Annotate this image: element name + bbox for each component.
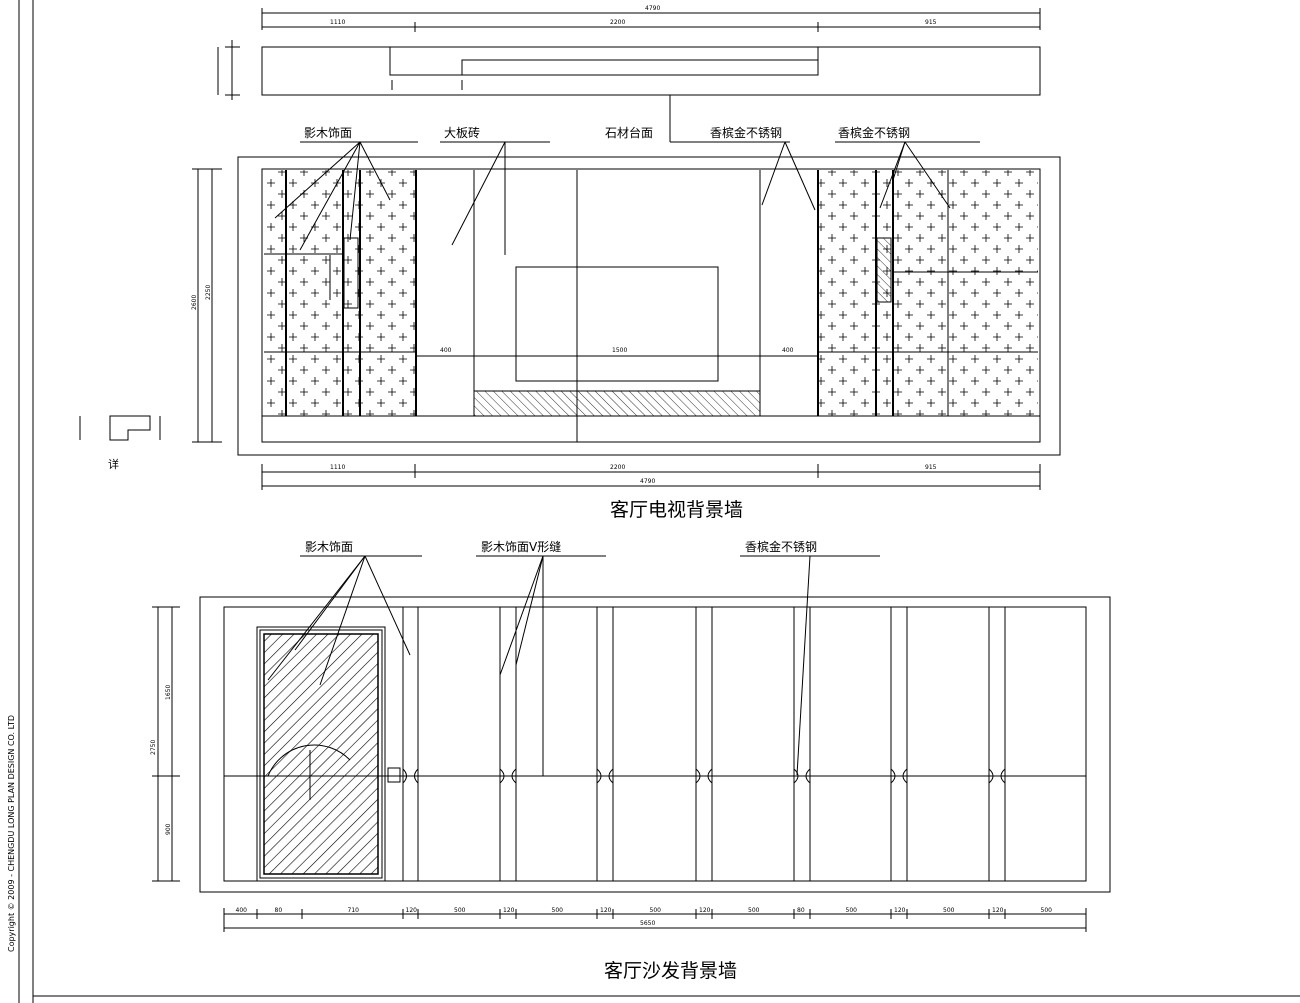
dim-sofa-upper: 1650 <box>165 685 172 700</box>
sofa-segment-label: 500 <box>552 907 564 914</box>
left-veneer-panel <box>264 170 416 416</box>
tv-wall-elevation: 400 1500 400 2600 2250 详 1110 2200 915 4… <box>79 95 1061 521</box>
sofa-wall-title: 客厅沙发背景墙 <box>604 960 737 982</box>
door-panel <box>263 633 379 875</box>
sofa-segment-label: 500 <box>943 907 955 914</box>
sofa-segment-label: 120 <box>992 907 1004 914</box>
pilasters <box>402 607 1006 881</box>
sofa-segment-label: 120 <box>406 907 418 914</box>
dim-right-gap: 400 <box>782 347 794 354</box>
sofa-segment-label: 500 <box>454 907 466 914</box>
dim-sofa-lower: 900 <box>165 823 172 835</box>
sofa-segment-label: 500 <box>650 907 662 914</box>
dim-top-right: 915 <box>925 19 937 26</box>
sofa-segment-label: 80 <box>797 907 805 914</box>
sofa-wall-elevation: 2750 1650 900 400 80 710 120 500 120 500 120 500… <box>150 539 1111 982</box>
dim-sofa-height: 2750 <box>150 740 157 755</box>
tv-wall-title: 客厅电视背景墙 <box>610 499 743 521</box>
sofa-segment-dims: 400 80 710 120 500 120 500 120 500 120 500 80 500 120… <box>223 907 1053 919</box>
sofa-segment-label: 80 <box>275 907 283 914</box>
dim-inner-height: 2250 <box>205 285 212 300</box>
sofa-segment-label: 120 <box>894 907 906 914</box>
copyright-text: Copyright © 2009 - CHENGDU LONG PLAN DES… <box>7 715 16 952</box>
dim-bot-mid: 2200 <box>610 464 625 471</box>
sofa-segment-label: 120 <box>699 907 711 914</box>
dim-top-total: 4790 <box>645 5 660 12</box>
dim-left-gap: 400 <box>440 347 452 354</box>
right-veneer-panel <box>818 170 1038 416</box>
dim-bot-right: 915 <box>925 464 937 471</box>
groove-marks <box>402 768 1006 784</box>
label-steel-1: 香槟金不锈钢 <box>710 125 782 140</box>
sofa-segment-label: 400 <box>236 907 248 914</box>
label-sofa-veneer: 影木饰面 <box>305 540 353 554</box>
dim-height: 2600 <box>191 295 198 310</box>
label-stone: 石材台面 <box>605 125 653 140</box>
sofa-segment-label: 500 <box>846 907 858 914</box>
label-wood-veneer: 影木饰面 <box>304 126 352 140</box>
sofa-segment-label: 710 <box>348 907 360 914</box>
dim-top-mid: 2200 <box>610 19 625 26</box>
dim-sofa-total: 5650 <box>640 920 655 927</box>
dim-top-left: 1110 <box>330 19 345 26</box>
label-sofa-steel: 香槟金不锈钢 <box>745 539 817 554</box>
dim-bot-total: 4790 <box>640 478 655 485</box>
sofa-segment-label: 500 <box>748 907 760 914</box>
tv-wall-plan: 4790 1110 2200 915 <box>217 5 1041 100</box>
tv-recess <box>515 266 719 382</box>
dim-bot-left: 1110 <box>330 464 345 471</box>
sofa-segment-label: 120 <box>600 907 612 914</box>
label-steel-2: 香槟金不锈钢 <box>838 125 910 140</box>
dim-center-w: 1500 <box>612 347 627 354</box>
label-marble: 大板砖 <box>444 125 480 140</box>
sofa-segment-label: 120 <box>503 907 515 914</box>
stone-plinth <box>473 390 761 417</box>
sheet-border <box>18 0 1300 1003</box>
label-sofa-groove: 影木饰面V形缝 <box>481 539 561 554</box>
sofa-segment-label: 500 <box>1041 907 1053 914</box>
detail-label: 详 <box>108 457 119 471</box>
